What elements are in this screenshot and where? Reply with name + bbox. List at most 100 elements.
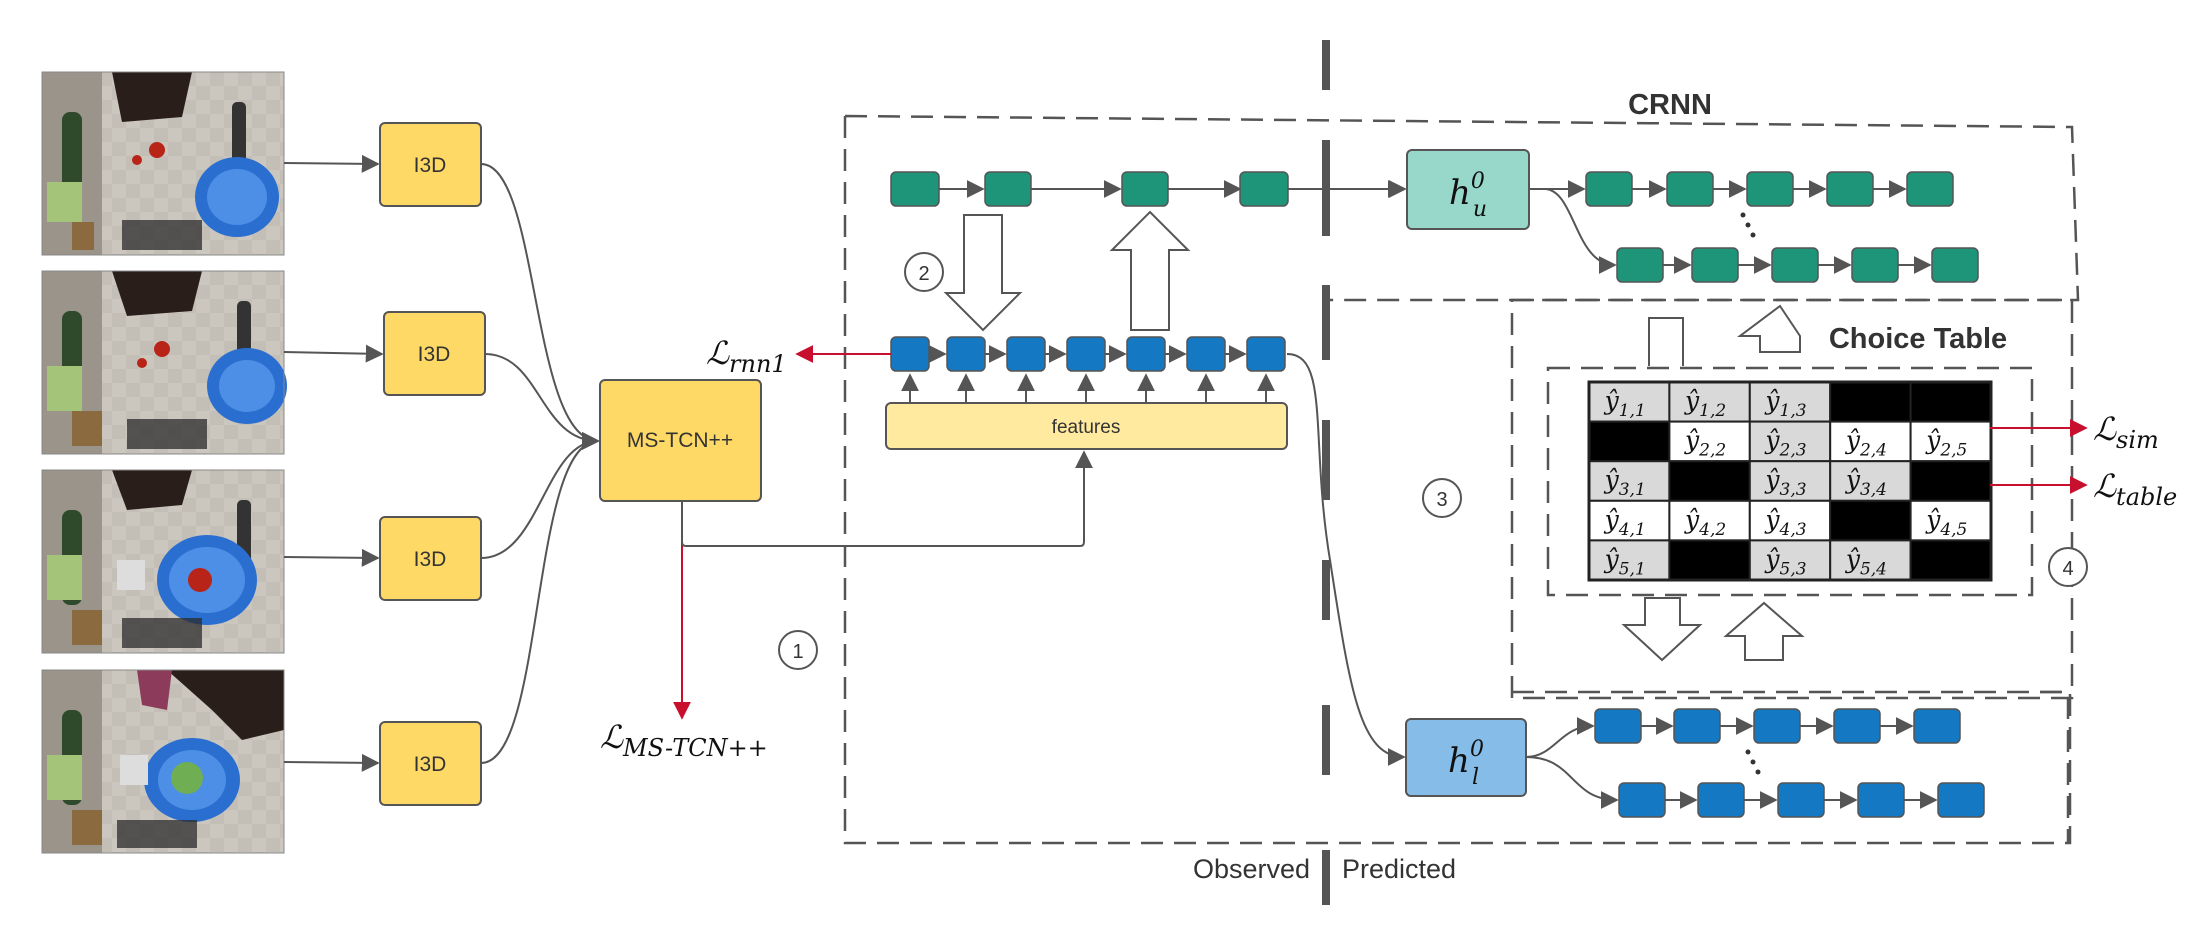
svg-text:4: 4 [2062, 558, 2073, 580]
up-hollow-arrow-table [1723, 601, 1805, 661]
hu-sup: 0 [1471, 169, 1485, 194]
features-box: features [885, 402, 1288, 450]
loss-mstcn-symbol: ℒ [600, 718, 624, 756]
hidden-state-hu: h0 u [1406, 149, 1530, 230]
lower-prediction-border [1512, 690, 2070, 843]
choice-table-cell-label: ŷ2,4 [1845, 426, 1887, 461]
blue-node [1186, 336, 1226, 372]
step-marker-2: 2 [904, 252, 944, 292]
choice-table-inner-border [1546, 366, 2034, 597]
hl-sub: l [1472, 765, 1479, 790]
loss-mstcn: ℒMS-TCN++ [600, 718, 768, 762]
hu-sub: u [1473, 197, 1487, 222]
blue-node [946, 336, 986, 372]
choice-table-cell-label: ŷ4,3 [1764, 505, 1806, 540]
choice-table-cell-label: ŷ2,3 [1764, 426, 1806, 461]
blue-node [1777, 782, 1825, 818]
teal-node [1616, 247, 1664, 283]
teal-node [1239, 171, 1289, 207]
loss-table-sub: table [2116, 483, 2177, 511]
blue-node [1066, 336, 1106, 372]
blue-node [1753, 708, 1801, 744]
choice-table-cell [1909, 420, 1992, 463]
mstcn-block: MS-TCN++ [599, 379, 762, 502]
choice-table-cell [1909, 460, 1992, 502]
blue-node [1594, 708, 1642, 744]
choice-table-cell-label: ŷ5,4 [1845, 544, 1887, 579]
choice-table-cell [1588, 420, 1671, 463]
loss-table-symbol: ℒ [2093, 467, 2117, 505]
blue-node [1833, 708, 1881, 744]
teal-node [1691, 247, 1739, 283]
choice-table-cell [1829, 381, 1912, 423]
video-frame-3 [41, 469, 285, 654]
choice-table-cell-label: ŷ5,1 [1604, 544, 1646, 579]
blue-node [1697, 782, 1745, 818]
blue-node [1006, 336, 1046, 372]
up-hollow-arrow-crnn [1737, 304, 1801, 353]
choice-table-cell-label: ŷ2,5 [1925, 426, 1967, 461]
teal-node [1906, 171, 1954, 207]
step-marker-4: 4 [2048, 547, 2088, 587]
video-frame-1 [41, 71, 285, 256]
step-marker-3: 3 [1422, 478, 1462, 518]
blue-node [1618, 782, 1666, 818]
step-marker-1: 1 [778, 630, 818, 670]
i3d-to-mstcn-curves [480, 163, 600, 764]
blue-node [1937, 782, 1985, 818]
teal-node [1826, 171, 1874, 207]
i3d-encoder-2: I3D [383, 311, 486, 396]
choice-table-cell-label: ŷ3,4 [1845, 465, 1887, 500]
features-label: features [1052, 417, 1121, 438]
i3d-encoder-3: I3D [379, 516, 482, 601]
i3d-label-2: I3D [418, 343, 451, 366]
choice-table-cell [1588, 499, 1671, 542]
choice-table-cell [1909, 539, 1992, 582]
hu-base: h [1449, 173, 1471, 213]
observed-label: Observed [1193, 854, 1310, 884]
choice-table-cell-label: ŷ4,2 [1684, 505, 1726, 540]
teal-node [1746, 171, 1794, 207]
teal-node [1585, 171, 1633, 207]
observed-upper-rnn-chain [890, 171, 1406, 207]
svg-text:2: 2 [918, 263, 929, 285]
blue-node [1246, 336, 1286, 372]
teal-node [1771, 247, 1819, 283]
i3d-encoder-1: I3D [379, 122, 482, 207]
choice-table-cell-label: ŷ4,5 [1925, 505, 1967, 540]
choice-table-cell [1668, 539, 1751, 582]
choice-table-cell [1829, 499, 1912, 542]
choice-table-cell [1909, 499, 1992, 542]
video-frame-4 [41, 669, 285, 854]
down-hollow-arrow-table [1621, 597, 1703, 662]
choice-table-cell-label: ŷ3,1 [1604, 465, 1646, 500]
predicted-label: Predicted [1342, 854, 1456, 884]
observed-to-hl-curve [1286, 353, 1406, 766]
hl-sup: 0 [1470, 737, 1484, 762]
blue-node [890, 336, 930, 372]
loss-sim-sub: sim [2116, 426, 2159, 454]
loss-mstcn-sub: MS-TCN++ [622, 734, 768, 762]
predicted-upper-chain [1529, 171, 1979, 283]
choice-table-cell-label: ŷ5,3 [1764, 544, 1806, 579]
mstcn-label: MS-TCN++ [627, 429, 733, 452]
loss-rnn1-symbol: ℒ [706, 334, 730, 372]
teal-node [1931, 247, 1979, 283]
video-frame-2 [41, 270, 287, 455]
svg-text:3: 3 [1436, 489, 1447, 511]
choice-table-cell [1909, 381, 1992, 423]
loss-rnn1: ℒrnn1 [706, 334, 787, 378]
crnn-title: CRNN [1628, 89, 1712, 121]
predicted-lower-chain [1525, 708, 1985, 818]
ellipsis-dots-lower [1745, 749, 1761, 775]
teal-node [890, 171, 940, 207]
loss-sim: ℒsim [2093, 410, 2159, 454]
blue-node [1673, 708, 1721, 744]
svg-text:h0u: h0 u [1449, 169, 1487, 222]
up-hollow-arrow [1109, 210, 1191, 331]
i3d-label-1: I3D [414, 154, 447, 177]
teal-node [1666, 171, 1714, 207]
blue-node [1913, 708, 1961, 744]
